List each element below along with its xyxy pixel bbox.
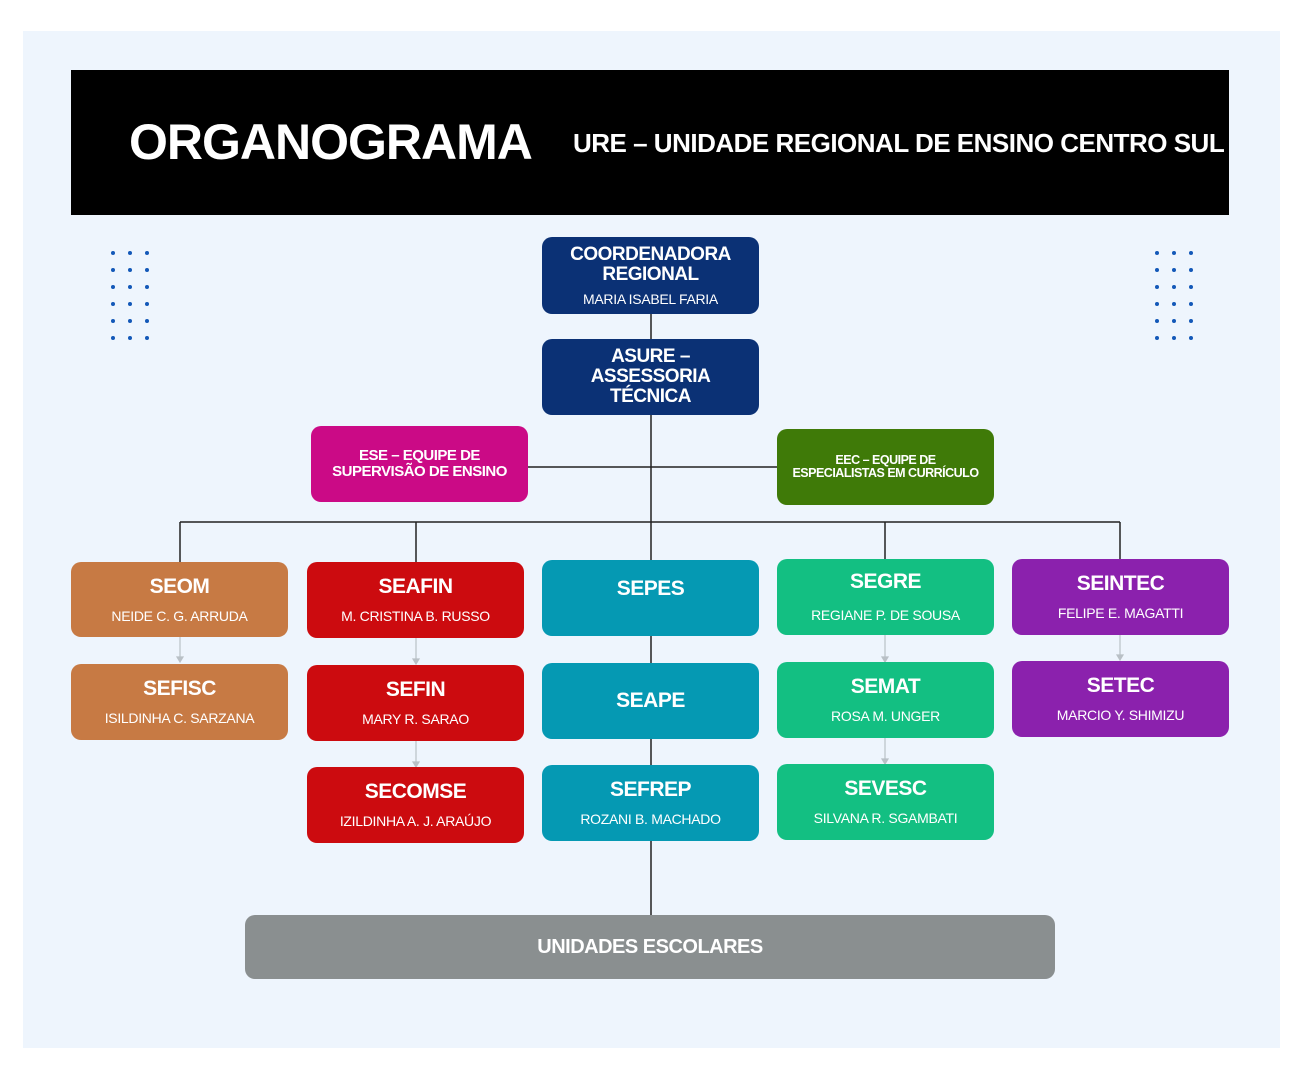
seom-name: NEIDE C. G. ARRUDA [111,607,248,624]
semat-name: ROSA M. UNGER [831,708,940,724]
sefrep-title: SEFREP [609,778,692,801]
asure-box: ASURE – ASSESSORIA TÉCNICA [542,339,759,415]
seintec-box: SEINTEC FELIPE E. MAGATTI [1012,559,1229,635]
sefisc-title: SEFISC [143,677,216,700]
coordenadora-regional-box: COORDENADORA REGIONAL MARIA ISABEL FARIA [542,237,759,314]
segre-box: SEGRE REGIANE P. DE SOUSA [777,559,994,635]
seafin-title: SEAFIN [378,575,453,598]
header-bar [71,70,1229,215]
sefrep-name: ROZANI B. MACHADO [580,811,721,827]
coordenadora-title: COORDENADORA REGIONAL [570,243,731,285]
asure-title: ASURE – ASSESSORIA TÉCNICA [590,346,711,407]
setec-title: SETEC [1086,674,1155,697]
sepes-box: SEPES [542,560,759,636]
setec-name: MARCIO Y. SHIMIZU [1056,707,1185,723]
page-title: ORGANOGRAMA [129,114,533,170]
secomse-name: IZILDINHA A. J. ARAÚJO [339,813,492,829]
semat-title: SEMAT [850,675,921,698]
semat-box: SEMAT ROSA M. UNGER [777,662,994,738]
seintec-title: SEINTEC [1076,572,1165,595]
eec-box: EEC – EQUIPE DE ESPECIALISTAS EM CURRÍCU… [777,429,994,505]
eec-title: EEC – EQUIPE DE ESPECIALISTAS EM CURRÍCU… [792,453,979,480]
seape-box: SEAPE [542,663,759,739]
sefisc-box: SEFISC ISILDINHA C. SARZANA [71,664,288,740]
page-subtitle: URE – UNIDADE REGIONAL DE ENSINO CENTRO … [573,128,1225,158]
coordenadora-name: MARIA ISABEL FARIA [583,290,718,307]
sefin-box: SEFIN MARY R. SARAO [307,665,524,741]
secomse-title: SECOMSE [364,780,467,803]
dot-pattern-right [1155,251,1194,340]
seape-title: SEAPE [616,689,685,712]
seafin-box: SEAFIN M. CRISTINA B. RUSSO [307,562,524,638]
segre-name: REGIANE P. DE SOUSA [811,607,960,623]
segre-title: SEGRE [849,570,922,593]
setec-box: SETEC MARCIO Y. SHIMIZU [1012,661,1229,737]
sefrep-box: SEFREP ROZANI B. MACHADO [542,765,759,841]
unidades-escolares-box: UNIDADES ESCOLARES [245,915,1055,979]
sevesc-title: SEVESC [844,777,927,800]
sevesc-name: SILVANA R. SGAMBATI [813,810,958,826]
sefin-name: MARY R. SARAO [362,711,469,727]
seafin-name: M. CRISTINA B. RUSSO [341,608,490,624]
seom-title: SEOM [149,574,210,598]
ese-box: ESE – EQUIPE DE SUPERVISÃO DE ENSINO [311,426,528,502]
seintec-name: FELIPE E. MAGATTI [1057,605,1184,621]
seom-box: SEOM NEIDE C. G. ARRUDA [71,562,288,637]
unidades-escolares-title: UNIDADES ESCOLARES [537,936,763,958]
ese-title: ESE – EQUIPE DE SUPERVISÃO DE ENSINO [332,447,507,480]
secomse-box: SECOMSE IZILDINHA A. J. ARAÚJO [307,767,524,843]
dot-pattern-left [111,251,150,340]
sefisc-name: ISILDINHA C. SARZANA [104,710,255,726]
sefin-title: SEFIN [385,678,446,701]
sepes-title: SEPES [616,577,685,600]
sevesc-box: SEVESC SILVANA R. SGAMBATI [777,764,994,840]
